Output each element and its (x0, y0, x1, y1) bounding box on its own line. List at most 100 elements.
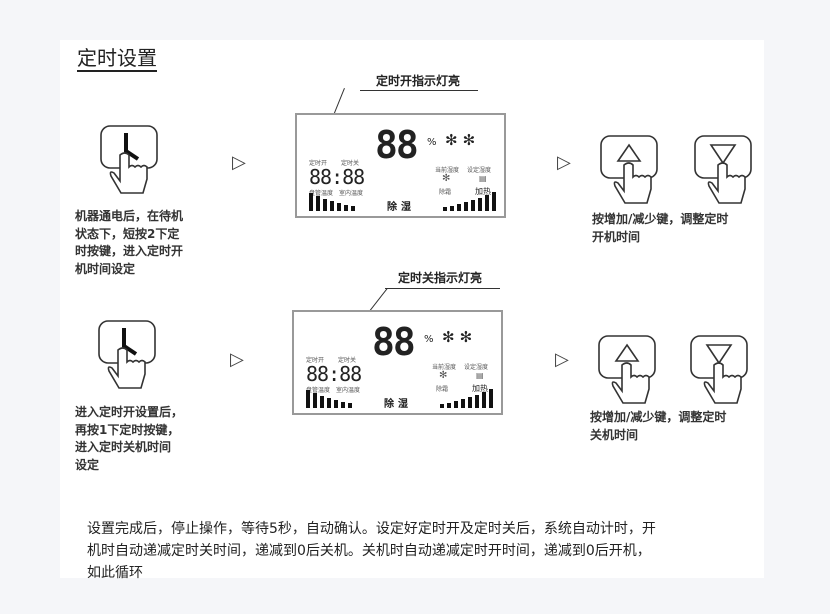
next-arrow-icon: ▷ (557, 152, 571, 173)
page-title: 定时设置 (77, 46, 157, 72)
increase-button-illustration (598, 133, 662, 209)
signal-bar-left (316, 196, 320, 211)
signal-bar-left (306, 390, 310, 408)
signal-bar-left (351, 206, 355, 211)
row2-adjust-text: 按增加/减少键，调整定时关机时间 (590, 409, 726, 444)
set-humidity-label: 设定湿度 (467, 167, 492, 174)
decrease-button-illustration (692, 133, 756, 209)
signal-bar-right (443, 207, 447, 211)
timer-digits: 88:88 (306, 362, 362, 386)
timer-on-indicator: 定时开 (306, 357, 325, 364)
defrost-label: 除霜 (436, 386, 449, 393)
row2-description: 进入定时开设置后， 再按1下定时按键， 进入定时关机时间设定 (75, 404, 183, 474)
row1-adjust-text: 按增加/减少键，调整定时开机时间 (592, 211, 728, 246)
heat-icon: ▤ (476, 371, 484, 380)
signal-bar-left (330, 201, 334, 211)
coil-temp-label: 盘管温度 (306, 387, 331, 394)
heat-label: 加热 (472, 384, 488, 393)
next-arrow-icon: ▷ (232, 152, 246, 173)
signal-bar-right (471, 200, 475, 211)
text-line: 机时自动递减定时关时间，递减到0后关机。关机时自动递减定时开时间，递减到0后开机… (87, 543, 651, 559)
text-line: 按增加/减少键，调整定时 (592, 212, 729, 226)
timer-off-indicator: 定时关 (338, 357, 357, 364)
lcd-display: 88 % ✻✻ 定时开 定时关 88:88 盘管温度 室内温度 当前湿度 设定湿… (295, 113, 506, 218)
room-temp-label: 室内温度 (339, 190, 364, 197)
callout-timer-off-label: 定时关指示灯亮 (398, 271, 483, 285)
text-line: 关机时间 (590, 427, 639, 442)
up-triangle-icon (596, 333, 660, 409)
defrost-label: 除霜 (439, 189, 452, 196)
signal-bar-right (461, 399, 465, 408)
humidity-digits: 88 (372, 320, 416, 364)
current-humidity-label: 当前湿度 (432, 364, 457, 371)
callout-underline (360, 90, 478, 92)
text-line: 设置完成后，停止操作，等待5秒，自动确认。设定好定时开及定时关后，系统自动计时，… (87, 521, 656, 537)
heat-label: 加热 (475, 187, 491, 196)
signal-bar-left (334, 400, 338, 408)
percent-sign: % (427, 137, 437, 148)
signal-bar-right (482, 392, 486, 408)
row1-description: 机器通电后，在待机状态下，短按2下定时按键，进入定时开机时间设定 (75, 208, 183, 278)
signal-bar-right (478, 198, 482, 211)
timer-on-indicator: 定时开 (309, 160, 328, 167)
timer-button-illustration (98, 123, 162, 199)
snowflake-icon: ✻✻ (442, 328, 478, 346)
increase-button-illustration (596, 333, 660, 409)
footer-paragraph: 设置完成后，停止操作，等待5秒，自动确认。设定好定时开及定时关后，系统自动计时，… (87, 518, 656, 584)
text-line: 按增加/减少键，调整定时 (590, 410, 727, 424)
signal-bar-left (320, 396, 324, 408)
signal-bar-right (475, 395, 479, 408)
defrost-icon: ✻ (439, 370, 448, 381)
signal-bar-right (450, 206, 454, 211)
down-triangle-icon (692, 133, 756, 209)
decrease-button-illustration (688, 333, 752, 409)
signal-bar-left (313, 393, 317, 408)
text-line: 开机时间 (592, 229, 641, 244)
down-triangle-icon (688, 333, 752, 409)
signal-bar-right (468, 397, 472, 408)
room-temp-label: 室内温度 (336, 387, 361, 394)
signal-bar-left (344, 205, 348, 211)
set-humidity-label: 设定湿度 (464, 364, 489, 371)
signal-bar-left (327, 398, 331, 408)
current-humidity-label: 当前湿度 (435, 167, 460, 174)
signal-bar-left (337, 203, 341, 211)
signal-bar-right (485, 195, 489, 211)
text-line: 设定 (75, 457, 100, 472)
signal-bar-right (440, 404, 444, 408)
text-line: 状态下，短按2下定 (75, 226, 180, 241)
humidity-digits: 88 (375, 123, 419, 167)
timer-off-indicator: 定时关 (341, 160, 360, 167)
defrost-icon: ✻ (442, 173, 451, 184)
signal-bar-right (489, 389, 493, 408)
percent-sign: % (424, 334, 434, 345)
coil-temp-label: 盘管温度 (309, 190, 334, 197)
signal-bar-right (447, 403, 451, 408)
text-line: 时按键，进入定时开 (75, 244, 184, 258)
signal-bar-left (323, 199, 327, 211)
up-triangle-icon (598, 133, 662, 209)
next-arrow-icon: ▷ (555, 349, 569, 370)
signal-bar-left (348, 403, 352, 408)
next-arrow-icon: ▷ (230, 349, 244, 370)
timer-clock-hand-icon (96, 318, 160, 394)
callout-underline (385, 288, 500, 290)
snowflake-icon: ✻✻ (445, 131, 481, 149)
text-line: 机器通电后，在待机 (75, 209, 184, 223)
signal-bar-right (464, 202, 468, 211)
timer-button-illustration (96, 318, 160, 394)
text-line: 进入定时开设置后， (75, 405, 184, 419)
signal-bar-right (492, 192, 496, 211)
signal-bar-left (309, 193, 313, 211)
text-line: 再按1下定时按键， (75, 422, 180, 437)
timer-clock-hand-icon (98, 123, 162, 199)
dehumidify-label: 除湿 (384, 399, 412, 410)
lcd-display: 88 % ✻✻ 定时开 定时关 88:88 盘管温度 室内温度 当前湿度 设定湿… (292, 310, 503, 415)
text-line: 如此循环 (87, 565, 143, 581)
signal-bar-right (457, 204, 461, 211)
signal-bar-left (341, 402, 345, 408)
heat-icon: ▤ (479, 174, 487, 183)
text-line: 机时间设定 (75, 261, 136, 276)
callout-timer-on-label: 定时开指示灯亮 (376, 74, 461, 88)
text-line: 进入定时关机时间 (75, 440, 172, 454)
